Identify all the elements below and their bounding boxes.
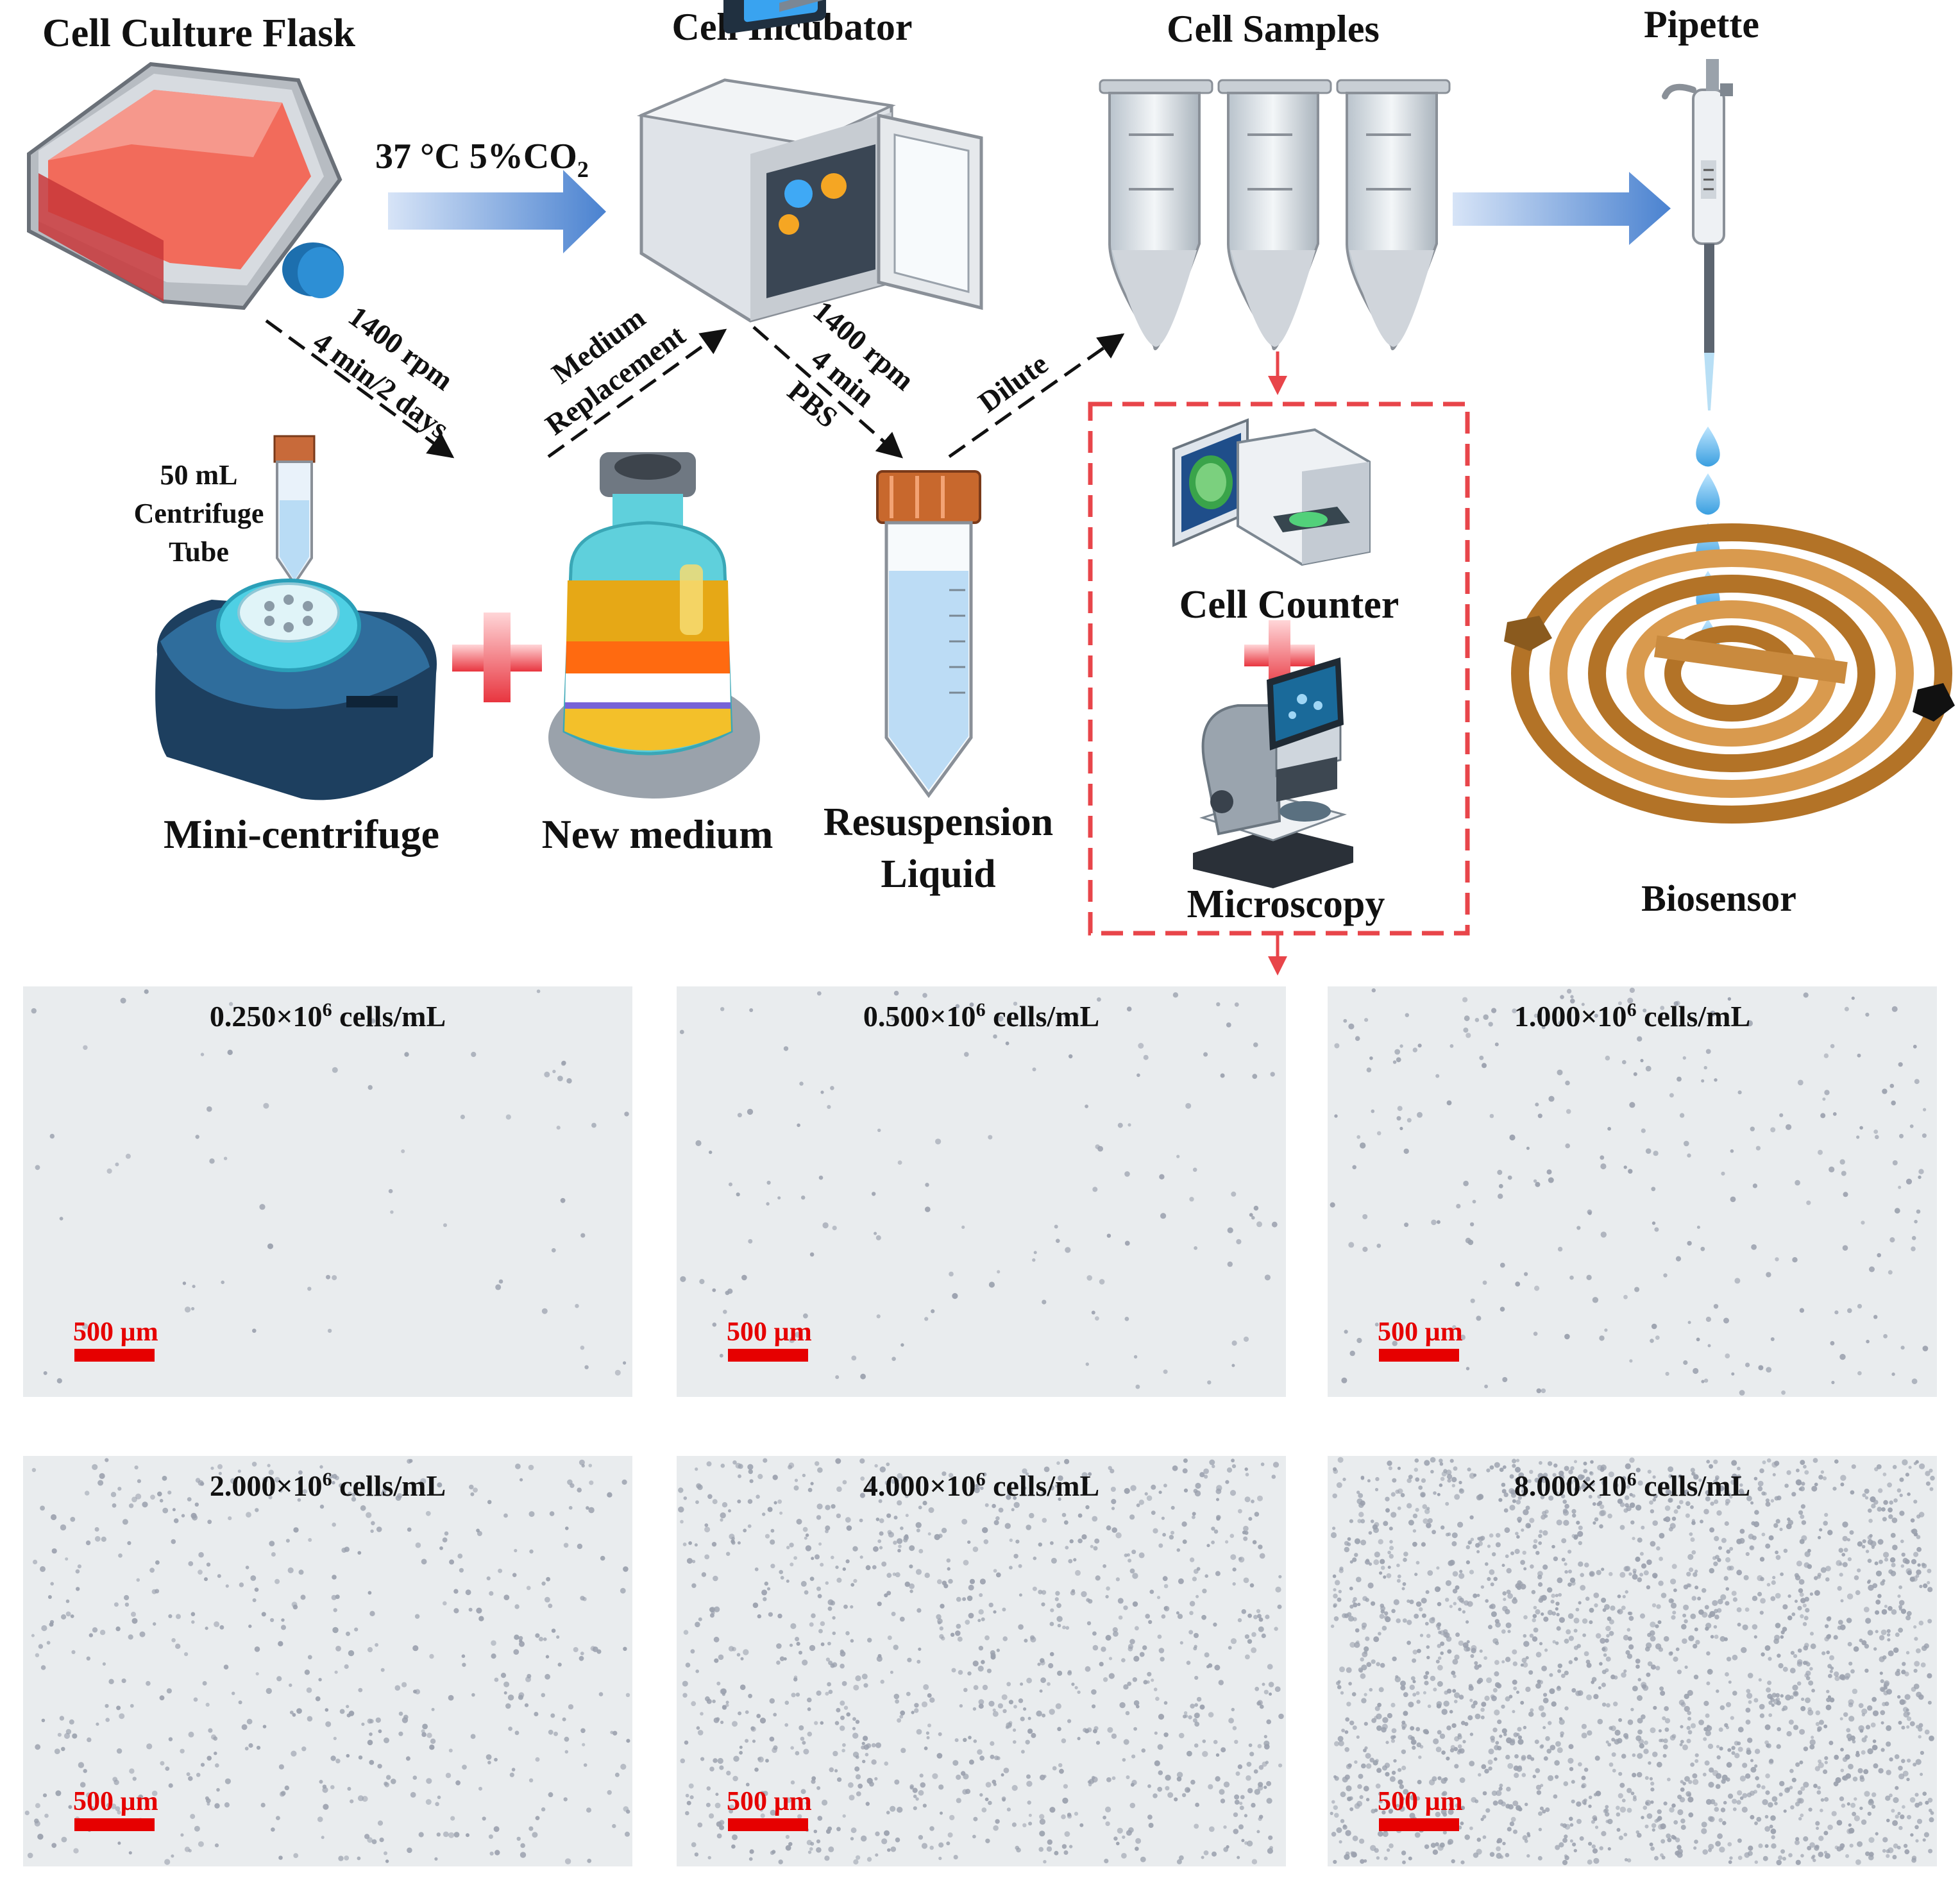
cell-counter-label: Cell Counter xyxy=(1179,583,1399,627)
scale-bar-label: 500 µm xyxy=(1378,1787,1463,1816)
concentration-exponent: 6 xyxy=(1627,1469,1637,1490)
scale-bar xyxy=(1379,1349,1459,1362)
biosensor-icon xyxy=(1504,523,1955,824)
incubator-icon xyxy=(636,0,983,323)
scale-bar xyxy=(74,1349,155,1362)
microscopy-label: Microscopy xyxy=(1187,883,1385,926)
scale-bar xyxy=(728,1818,808,1831)
to-pipette-arrow xyxy=(1453,172,1671,245)
concentration-exponent: 6 xyxy=(323,1469,332,1490)
tube-label-1: 50 mL xyxy=(160,459,238,491)
new-medium-label: New medium xyxy=(542,811,773,857)
sample-tubes-icon xyxy=(1099,79,1451,351)
tube-label-3: Tube xyxy=(169,536,229,568)
concentration-label: 0.500×106 cells/mL xyxy=(863,999,1099,1033)
concentration-exponent: 6 xyxy=(323,999,332,1020)
resuspension-tube-icon xyxy=(876,470,981,799)
cell-dots xyxy=(31,989,629,1383)
concentration-label: 2.000×106 cells/mL xyxy=(210,1469,446,1502)
scale-bar xyxy=(1379,1818,1459,1831)
cell-culture-flask-icon xyxy=(27,62,344,310)
concentration-unit: cells/mL xyxy=(332,1000,446,1033)
concentration-label: 1.000×106 cells/mL xyxy=(1514,999,1750,1033)
concentration-value: 0.250×10 xyxy=(210,1000,323,1033)
micrograph-panel: 0.250×106 cells/mL 500 µm xyxy=(23,986,632,1397)
dilute-label: Dilute xyxy=(972,347,1054,419)
medium-bottle-icon xyxy=(548,452,760,799)
concentration-unit: cells/mL xyxy=(986,1469,1100,1502)
concentration-unit: cells/mL xyxy=(1637,1469,1751,1502)
concentration-value: 4.000×10 xyxy=(863,1469,976,1502)
incubation-arrow xyxy=(388,170,606,253)
scale-bar xyxy=(74,1818,155,1831)
concentration-label: 0.250×106 cells/mL xyxy=(210,999,446,1033)
minicentrifuge-label: Mini-centrifuge xyxy=(164,811,439,857)
scale-bar-label: 500 µm xyxy=(727,1317,812,1347)
plus-icon xyxy=(452,613,542,702)
micrograph-panel: 1.000×106 cells/mL 500 µm xyxy=(1328,986,1937,1397)
incubation-label: 37 °C 5%CO2 xyxy=(375,137,589,182)
biosensor-label: Biosensor xyxy=(1641,877,1796,919)
micrograph-panel: 2.000×106 cells/mL 500 µm xyxy=(23,1456,632,1866)
concentration-exponent: 6 xyxy=(1627,999,1637,1020)
cell-dots xyxy=(678,1458,1284,1865)
concentration-exponent: 6 xyxy=(976,1469,986,1490)
samples-title: Cell Samples xyxy=(1167,8,1380,50)
cell-dots xyxy=(24,1458,630,1865)
droplets-icon xyxy=(1696,427,1720,661)
concentration-exponent: 6 xyxy=(976,999,986,1020)
cell-dots xyxy=(679,990,1278,1389)
tube-label-2: Centrifuge xyxy=(134,498,264,529)
micrograph-panel: 0.500×106 cells/mL 500 µm xyxy=(677,986,1286,1397)
scale-bar-label: 500 µm xyxy=(73,1787,158,1816)
centrifuge-tube-icon xyxy=(273,435,316,586)
concentration-unit: cells/mL xyxy=(986,1000,1100,1033)
micrograph-background xyxy=(677,986,1286,1397)
resuspension-label-2: Liquid xyxy=(881,852,995,896)
flask-title: Cell Culture Flask xyxy=(42,12,355,55)
pipette-title: Pipette xyxy=(1644,3,1759,46)
concentration-unit: cells/mL xyxy=(332,1469,446,1502)
scale-bar-label: 500 µm xyxy=(1378,1317,1463,1347)
concentration-value: 1.000×10 xyxy=(1514,1000,1627,1033)
concentration-value: 8.000×10 xyxy=(1514,1469,1627,1502)
micrograph-panel: 8.000×106 cells/mL 500 µm xyxy=(1328,1456,1937,1866)
cell-counter-icon xyxy=(1172,418,1371,566)
micrograph-background xyxy=(1328,986,1937,1397)
mini-centrifuge-icon xyxy=(155,579,437,800)
cell-dots xyxy=(1330,1457,1935,1866)
micrograph-panel: 4.000×106 cells/mL 500 µm xyxy=(677,1456,1286,1866)
micrograph-background xyxy=(23,986,632,1397)
scale-bar-label: 500 µm xyxy=(727,1787,812,1816)
cell-dots xyxy=(1330,987,1929,1396)
concentration-label: 8.000×106 cells/mL xyxy=(1514,1469,1750,1502)
concentration-value: 2.000×10 xyxy=(210,1469,323,1502)
concentration-label: 4.000×106 cells/mL xyxy=(863,1469,1099,1502)
concentration-unit: cells/mL xyxy=(1637,1000,1751,1033)
process-arrows xyxy=(265,319,1125,459)
concentration-value: 0.500×10 xyxy=(863,1000,976,1033)
scale-bar xyxy=(728,1349,808,1362)
resuspension-label-1: Resuspension xyxy=(824,800,1053,844)
scale-bar-label: 500 µm xyxy=(73,1317,158,1347)
analysis-box xyxy=(1088,402,1470,936)
microscope-icon xyxy=(1193,657,1353,888)
pipette-icon xyxy=(1662,59,1733,410)
